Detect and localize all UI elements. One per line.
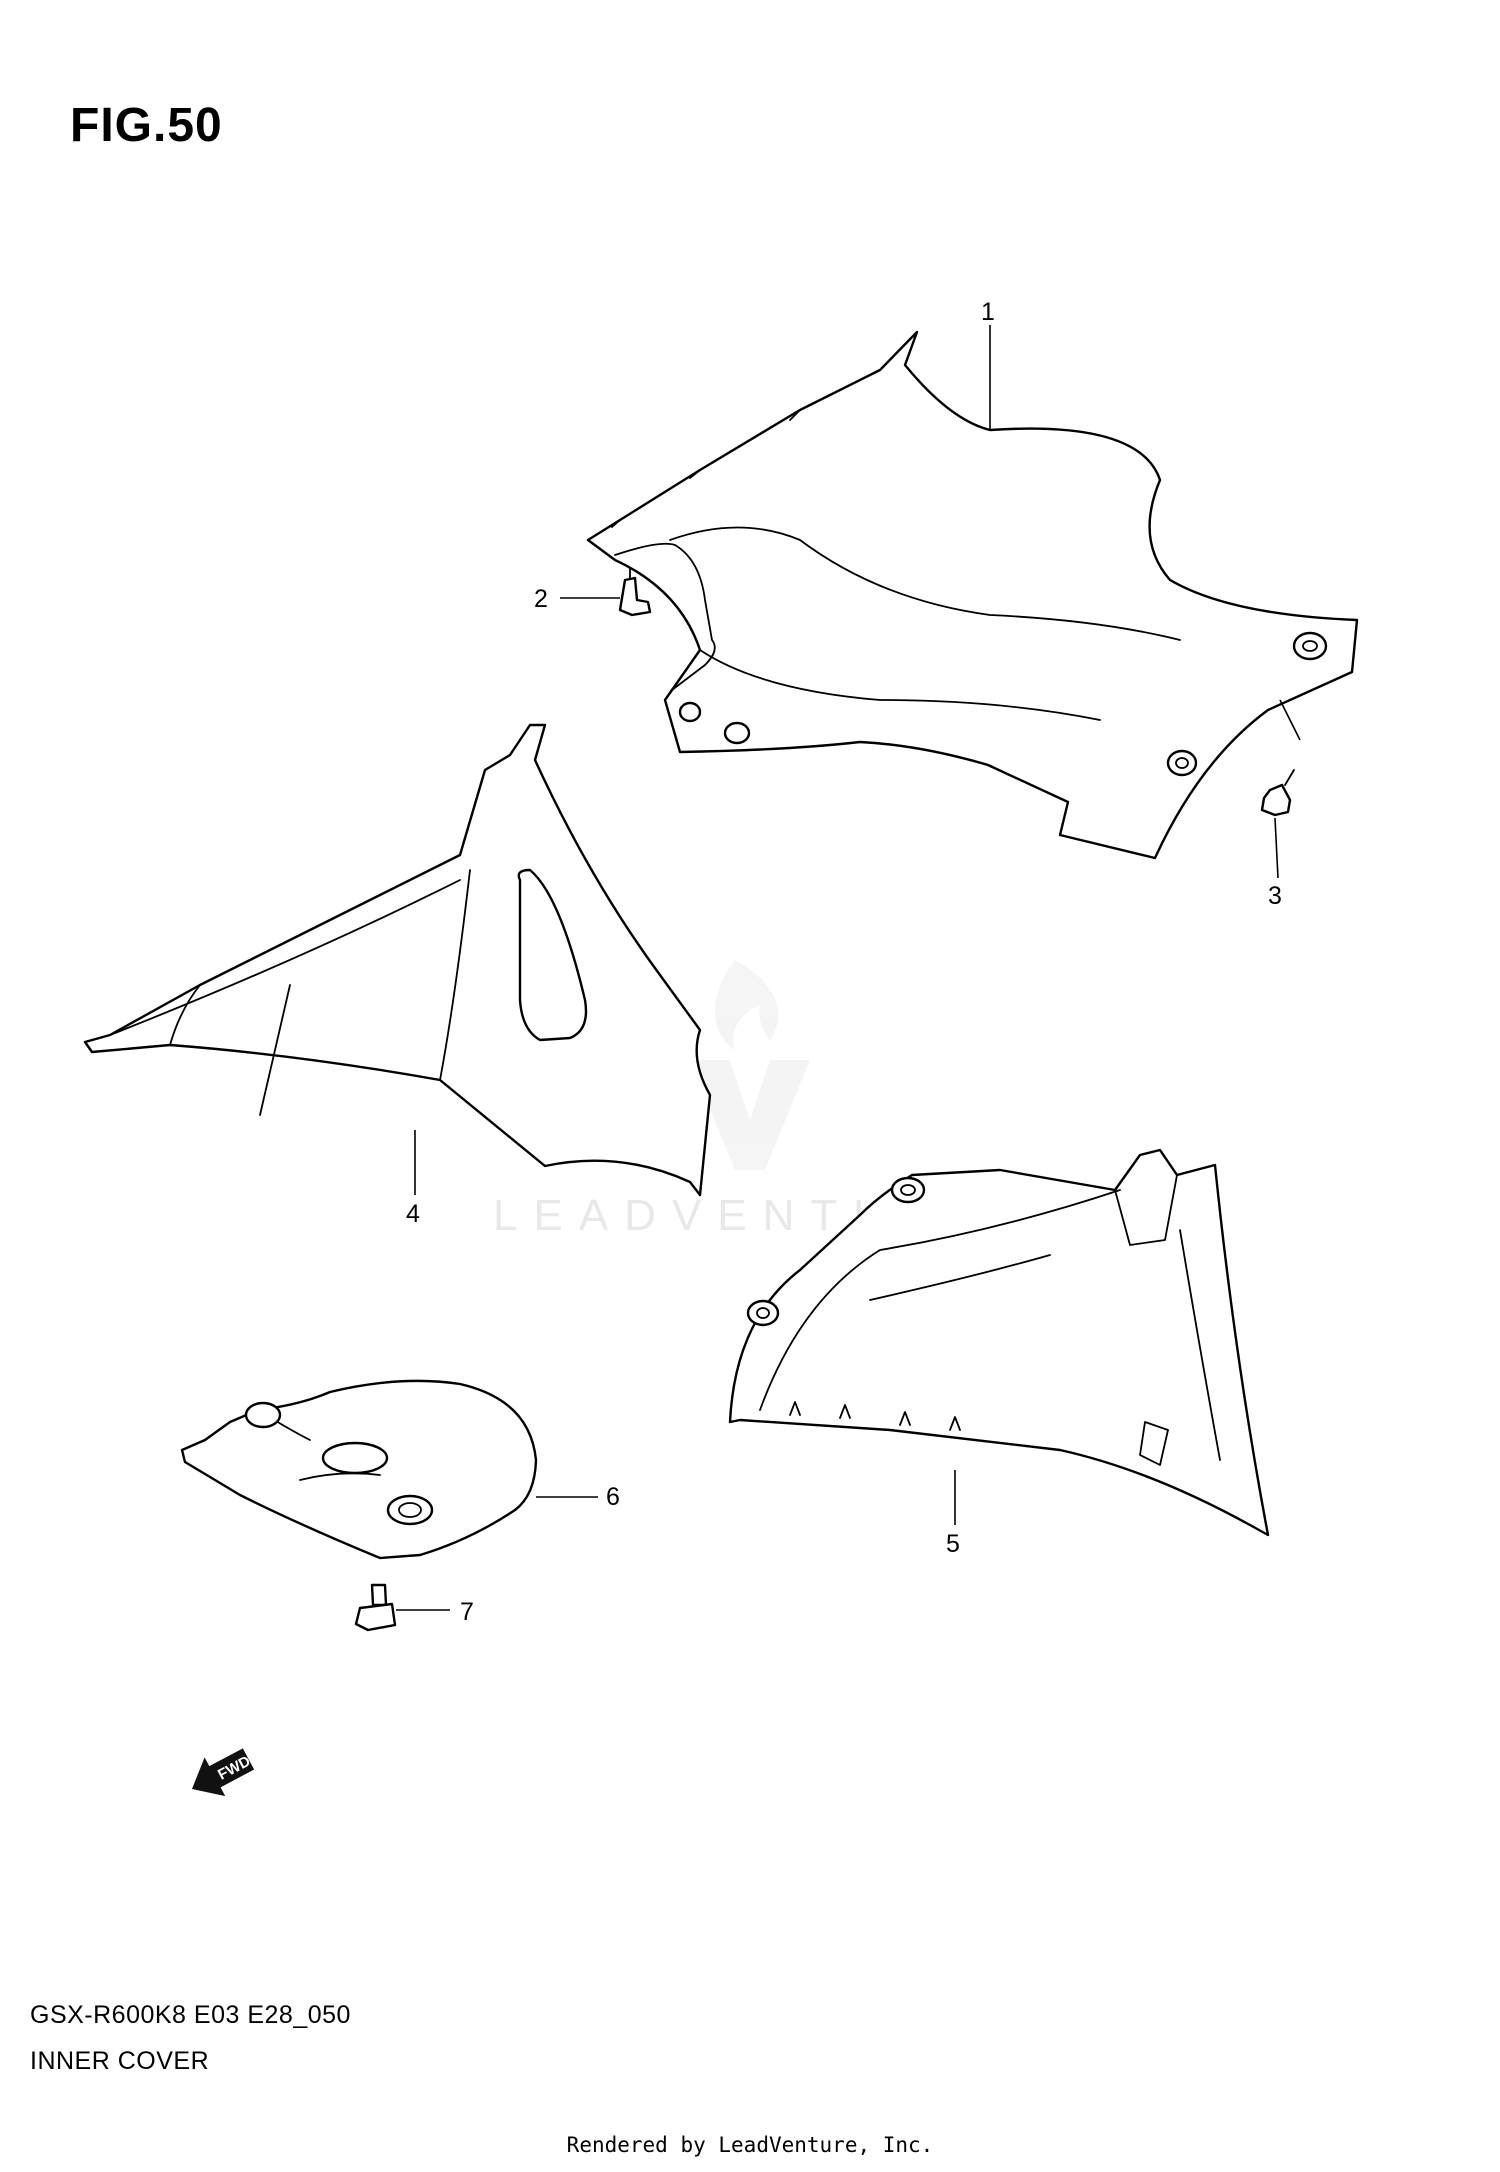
part-5-inner-cover-right[interactable]: [728, 1148, 1270, 1537]
callout-1: 1: [981, 298, 995, 326]
part-1-inner-cover-upper[interactable]: [586, 330, 1359, 860]
watermark-logo-icon: [690, 960, 810, 1170]
callouts: 1 2 3 4 5 6 7: [406, 298, 1282, 1626]
callout-6: 6: [606, 1483, 620, 1511]
leader-lines: [396, 325, 1279, 1611]
callout-3: 3: [1268, 882, 1282, 910]
part-4-inner-cover-left[interactable]: [83, 723, 712, 1197]
part-3-clip[interactable]: [1260, 699, 1301, 817]
part-2-clip[interactable]: [618, 567, 652, 617]
callout-7: 7: [460, 1598, 474, 1626]
callout-2: 2: [534, 585, 548, 613]
model-code: GSX-R600K8 E03 E28_050: [30, 2001, 351, 2029]
rendered-by-credit: Rendered by LeadVenture, Inc.: [566, 2133, 934, 2157]
part-7-bolt[interactable]: [354, 1583, 397, 1632]
part-6-bracket-cover[interactable]: [180, 1379, 538, 1560]
callout-4: 4: [406, 1200, 420, 1228]
fwd-arrow-icon: FWD: [191, 1748, 255, 1797]
callout-5: 5: [946, 1530, 960, 1558]
section-name: INNER COVER: [30, 2047, 210, 2075]
figure-title: FIG.50: [70, 99, 223, 152]
